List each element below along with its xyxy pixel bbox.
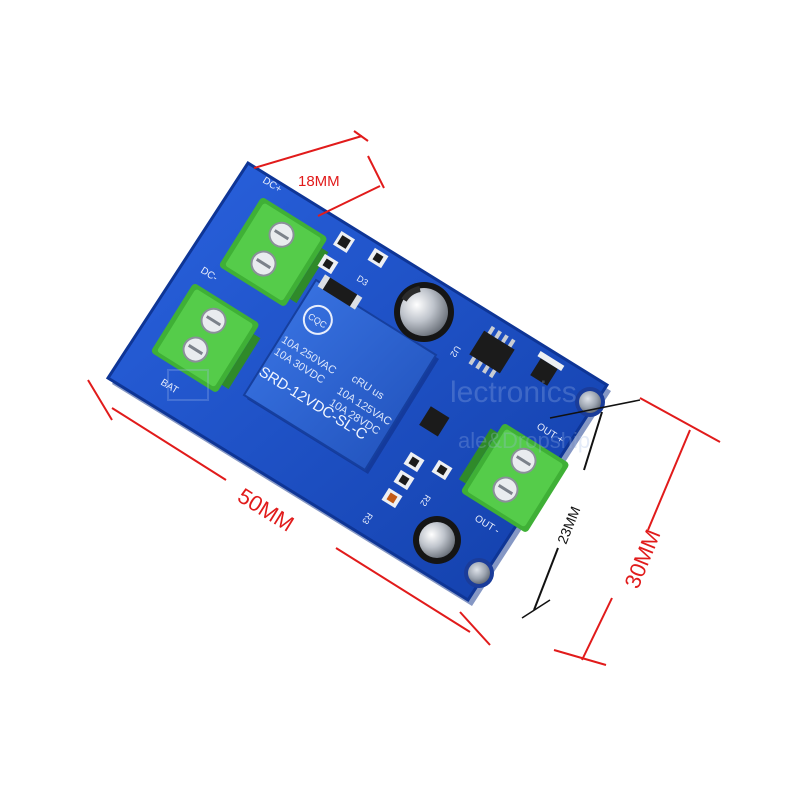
dim-23mm-label: 23MM xyxy=(554,504,583,546)
terminal-bat xyxy=(151,283,261,392)
smd-components xyxy=(317,230,453,509)
watermark-line1: lectronics xyxy=(450,376,577,409)
relay: CQC 10A 250VAC 10A 30VDC 10A 125VAC 10A … xyxy=(242,278,439,474)
relay-logo-badge xyxy=(302,304,333,335)
capacitor-small xyxy=(413,516,461,564)
transistor xyxy=(530,351,565,386)
watermark: lectronics ale&Dropship xyxy=(167,369,590,453)
mounting-holes xyxy=(464,387,605,588)
terminal-dc xyxy=(219,197,329,306)
ic-u2 xyxy=(468,325,516,379)
dimension-18mm: 18MM xyxy=(253,130,385,217)
watermark-logo xyxy=(167,369,209,401)
watermark-line2: ale&Dropship xyxy=(458,428,590,453)
capacitor-large xyxy=(394,282,454,342)
diode-d3 xyxy=(317,274,363,310)
dim-18mm-label: 18MM xyxy=(298,173,340,190)
terminal-out xyxy=(458,423,569,532)
dim-30mm-label: 30MM xyxy=(619,526,665,592)
